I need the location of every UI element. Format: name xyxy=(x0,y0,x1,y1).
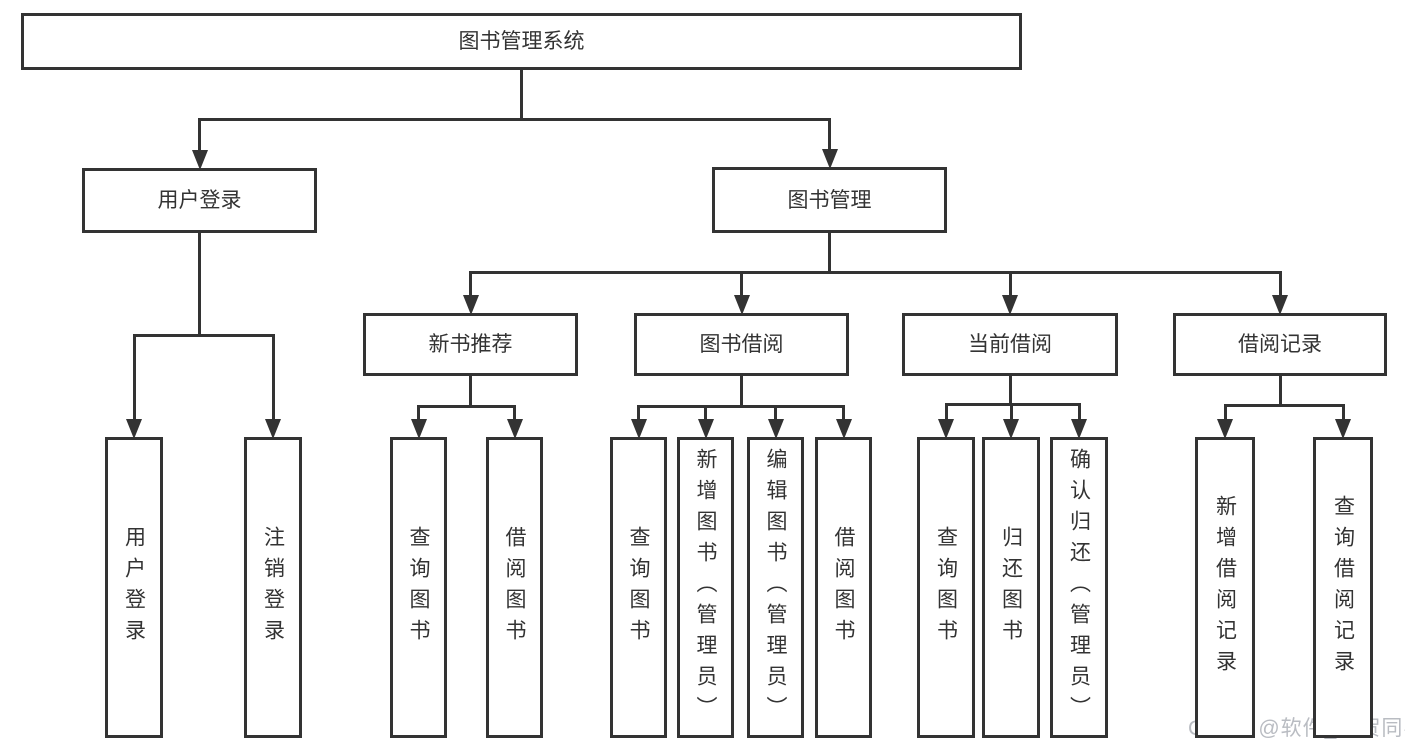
arrow-down-icon xyxy=(1071,419,1087,439)
connector-line xyxy=(1278,272,1282,297)
tree-node-borrow-records: 借阅记录 xyxy=(1173,313,1387,376)
connector-line xyxy=(469,374,472,406)
tree-node-leaf-br-add: 新增借阅记录 xyxy=(1195,437,1255,738)
connector-line xyxy=(1223,405,1227,421)
arrow-down-icon xyxy=(462,295,479,315)
connector-line xyxy=(1008,374,1012,404)
connector-line xyxy=(417,404,516,408)
tree-node-leaf-cb-return: 归还图书 xyxy=(982,437,1040,738)
arrow-down-icon xyxy=(1272,295,1288,315)
connector-line xyxy=(198,117,831,121)
tree-node-new-book-rec: 新书推荐 xyxy=(363,313,578,376)
arrow-down-icon xyxy=(191,150,208,170)
connector-line xyxy=(828,119,831,151)
tree-node-leaf-bb-add: 新增图书（管理员） xyxy=(677,437,734,738)
connector-line xyxy=(637,404,845,408)
connector-line xyxy=(740,272,743,297)
connector-line xyxy=(944,402,1081,406)
connector-line xyxy=(1223,403,1345,407)
arrow-down-icon xyxy=(733,295,750,315)
connector-line xyxy=(271,335,275,421)
connector-line xyxy=(198,119,201,152)
connector-line xyxy=(132,335,136,421)
connector-line xyxy=(1278,374,1282,405)
connector-line xyxy=(1008,272,1012,297)
arrow-down-icon xyxy=(1335,419,1351,439)
connector-line xyxy=(637,406,640,421)
tree-node-leaf-logout: 注销登录 xyxy=(244,437,302,738)
connector-line xyxy=(1077,404,1081,421)
connector-line xyxy=(132,333,275,337)
connector-line xyxy=(740,374,743,406)
connector-line xyxy=(944,404,948,421)
connector-line xyxy=(842,406,845,421)
connector-line xyxy=(198,231,201,335)
arrow-down-icon xyxy=(410,419,427,439)
connector-line xyxy=(774,406,777,421)
tree-node-leaf-bb-query: 查询图书 xyxy=(610,437,667,738)
arrow-down-icon xyxy=(506,419,523,439)
tree-node-root: 图书管理系统 xyxy=(21,13,1022,70)
arrow-down-icon xyxy=(1003,419,1019,439)
connector-line xyxy=(1341,405,1345,421)
tree-node-leaf-cb-confirm: 确认归还（管理员） xyxy=(1050,437,1108,738)
connector-line xyxy=(828,231,831,272)
arrow-down-icon xyxy=(1002,295,1018,315)
connector-line xyxy=(704,406,707,421)
tree-node-leaf-nb-borrow: 借阅图书 xyxy=(486,437,543,738)
tree-node-leaf-br-query: 查询借阅记录 xyxy=(1313,437,1373,738)
arrow-down-icon xyxy=(265,419,281,439)
connector-line xyxy=(417,406,420,421)
connector-line xyxy=(1009,404,1013,421)
arrow-down-icon xyxy=(938,419,954,439)
tree-node-current-borrow: 当前借阅 xyxy=(902,313,1118,376)
arrow-down-icon xyxy=(821,149,838,169)
tree-node-leaf-bb-borrow: 借阅图书 xyxy=(815,437,872,738)
connector-line xyxy=(513,406,516,421)
tree-node-book-borrow: 图书借阅 xyxy=(634,313,849,376)
tree-node-leaf-cb-query: 查询图书 xyxy=(917,437,975,738)
tree-node-leaf-user-login: 用户登录 xyxy=(105,437,163,738)
tree-node-book-mgmt: 图书管理 xyxy=(712,167,947,233)
connector-line xyxy=(469,270,1282,274)
tree-node-leaf-bb-edit: 编辑图书（管理员） xyxy=(747,437,804,738)
arrow-down-icon xyxy=(126,419,142,439)
tree-node-leaf-nb-query: 查询图书 xyxy=(390,437,447,738)
arrow-down-icon xyxy=(767,419,784,439)
arrow-down-icon xyxy=(697,419,714,439)
connector-line xyxy=(469,272,472,297)
arrow-down-icon xyxy=(1217,419,1233,439)
tree-node-user-login: 用户登录 xyxy=(82,168,317,233)
arrow-down-icon xyxy=(835,419,852,439)
connector-line xyxy=(520,68,523,119)
arrow-down-icon xyxy=(630,419,647,439)
